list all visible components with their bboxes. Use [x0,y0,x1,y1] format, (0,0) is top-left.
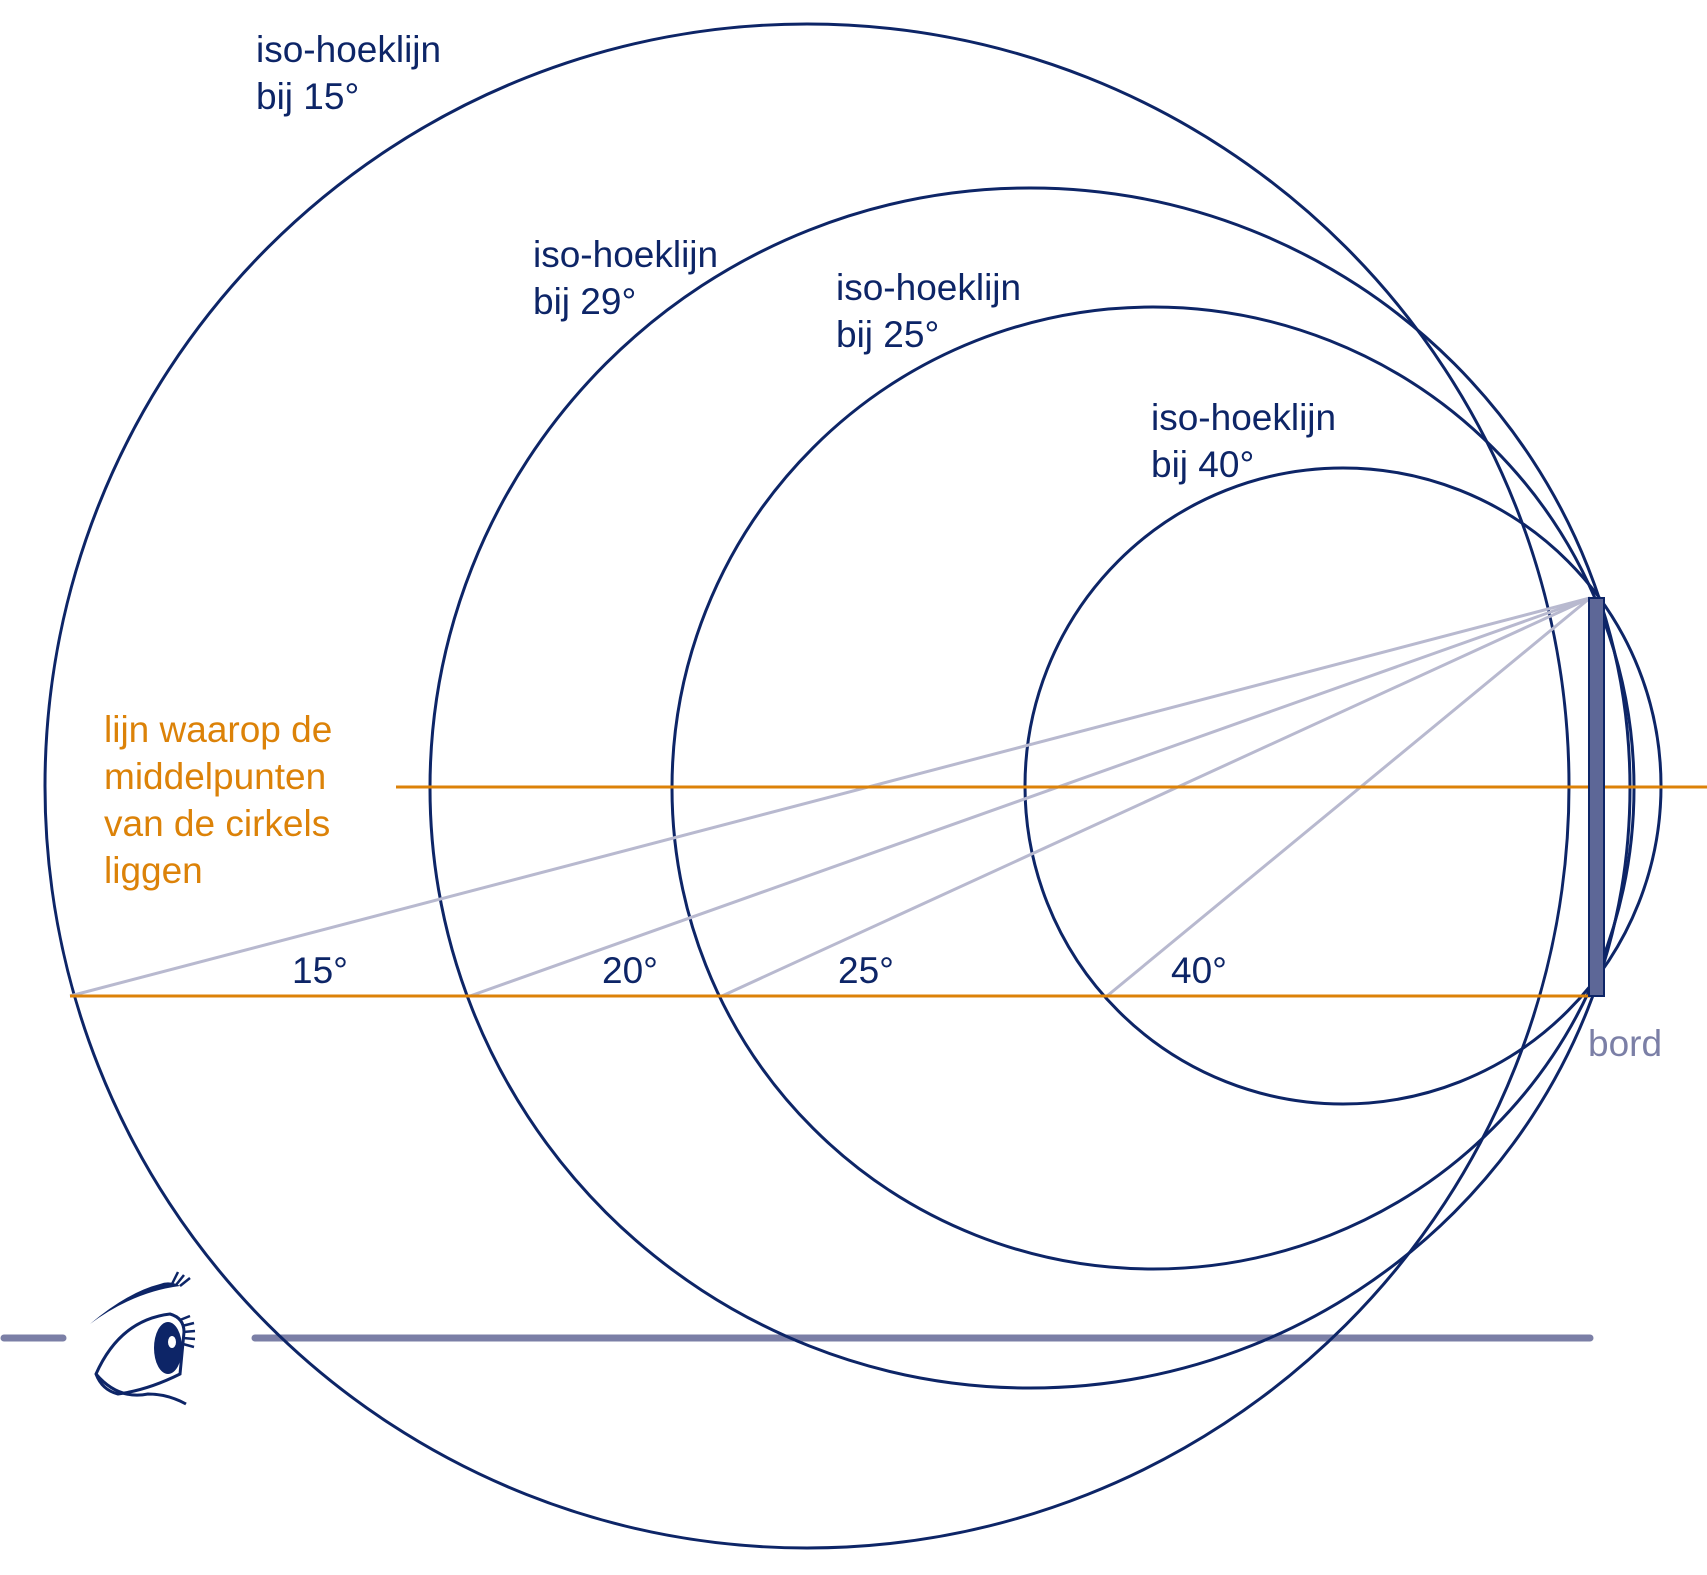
centerline-label-line3: van de cirkels [104,803,330,844]
board [1588,597,1605,997]
iso-label-25-line1: iso-hoeklijn [836,267,1021,308]
iso-label-40-line2: bij 40° [1151,444,1254,485]
sight-line-20 [469,596,1591,998]
centerline-label-line4: liggen [104,850,203,891]
iso-label-29-line1: iso-hoeklijn [533,234,718,275]
board-label: bord [1588,1023,1662,1064]
iso-label-15-line1: iso-hoeklijn [256,29,441,70]
sight-line-25 [721,596,1591,998]
eye-icon [90,1271,196,1406]
centerline-label-line1: lijn waarop de [104,709,332,750]
iso-label-29-line2: bij 29° [533,281,636,322]
iso-label-15-line2: bij 15° [256,76,359,117]
iso-label-25-line2: bij 25° [836,314,939,355]
centerline-label-line2: middelpunten [104,756,326,797]
sight-line-40 [1106,596,1591,998]
angle-label-15: 15° [292,950,348,991]
angle-label-20: 20° [602,950,658,991]
iso-label-40-line1: iso-hoeklijn [1151,397,1336,438]
angle-label-40: 40° [1171,950,1227,991]
sight-line-15 [69,596,1591,998]
angle-label-25: 25° [838,950,894,991]
